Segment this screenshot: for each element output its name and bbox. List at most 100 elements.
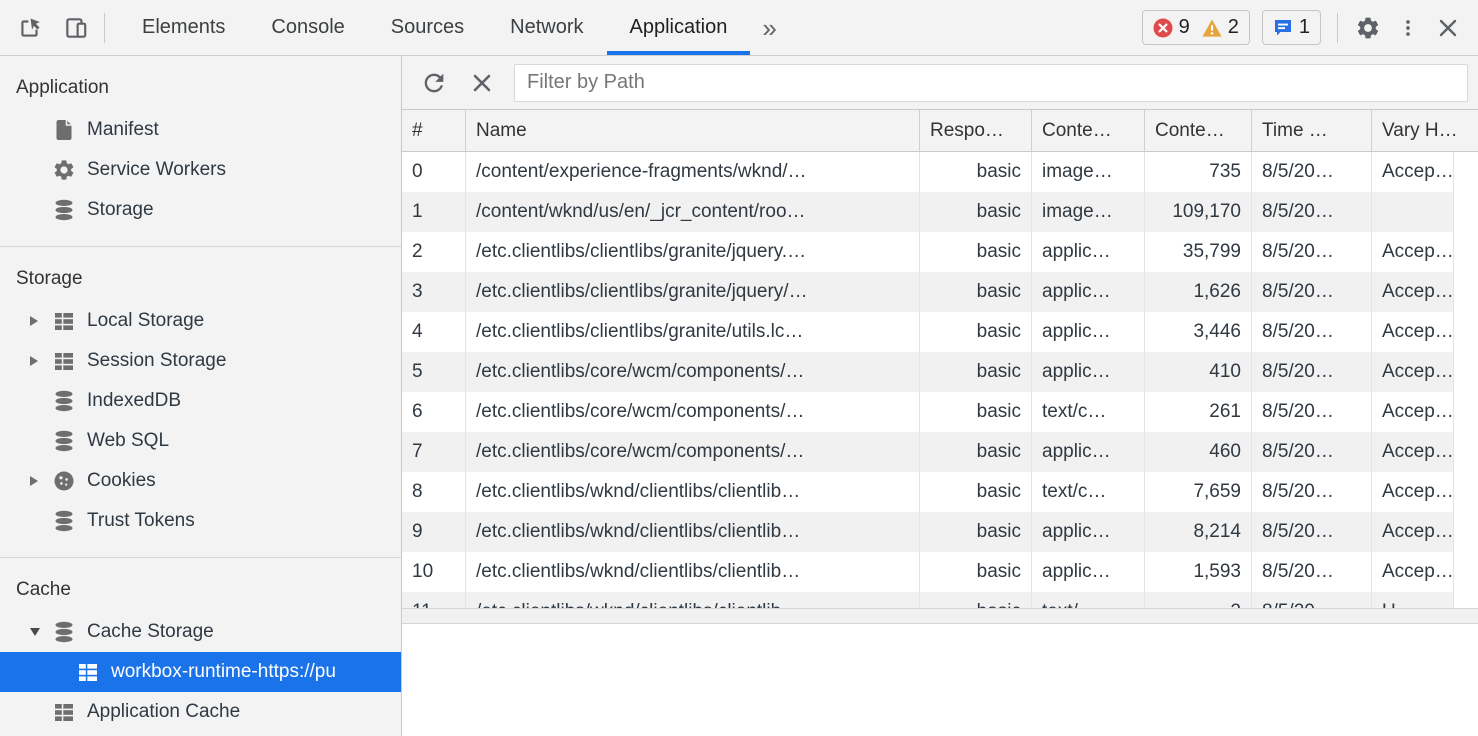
cell-response-type: basic xyxy=(920,552,1032,592)
cell-num: 7 xyxy=(402,432,466,472)
cell-num: 9 xyxy=(402,512,466,552)
sidebar-item-local-storage[interactable]: Local Storage xyxy=(0,301,401,341)
message-badge[interactable]: 1 xyxy=(1261,10,1321,45)
close-devtools-button[interactable] xyxy=(1434,14,1462,42)
sidebar-item-storage[interactable]: Storage xyxy=(0,190,401,230)
table-row[interactable]: 1/content/wknd/us/en/_jcr_content/roo…ba… xyxy=(402,192,1454,232)
sidebar-item-label: Local Storage xyxy=(87,310,205,331)
expand-arrow[interactable] xyxy=(30,628,52,636)
message-count: 1 xyxy=(1298,16,1310,38)
refresh-button[interactable] xyxy=(420,69,448,97)
path-filter-input[interactable] xyxy=(514,63,1468,102)
sidebar-item-session-storage[interactable]: Session Storage xyxy=(0,341,401,381)
table-row[interactable]: 9/etc.clientlibs/wknd/clientlibs/clientl… xyxy=(402,512,1454,552)
table-row[interactable]: 6/etc.clientlibs/core/wcm/components/…ba… xyxy=(402,392,1454,432)
column-header-content-type[interactable]: Conte… xyxy=(1032,110,1145,151)
more-options-button[interactable] xyxy=(1394,14,1422,42)
cell-content-length: 35,799 xyxy=(1145,232,1252,272)
table-row[interactable]: 11/etc.clientlibs/wknd/clientlibs/client… xyxy=(402,592,1454,608)
table-row[interactable]: 7/etc.clientlibs/core/wcm/components/…ba… xyxy=(402,432,1454,472)
triangle-right-icon xyxy=(30,476,38,486)
expand-arrow[interactable] xyxy=(30,356,52,366)
cell-response-type: basic xyxy=(920,472,1032,512)
cache-toolbar xyxy=(402,56,1478,110)
cell-name: /etc.clientlibs/core/wcm/components/… xyxy=(466,352,920,392)
table-row[interactable]: 4/etc.clientlibs/clientlibs/granite/util… xyxy=(402,312,1454,352)
sidebar-item-workbox-runtime-https-pu[interactable]: workbox-runtime-https://pu xyxy=(0,652,401,692)
expand-arrow[interactable] xyxy=(30,476,52,486)
cell-content-length: 2 xyxy=(1145,592,1252,608)
error-icon xyxy=(1153,18,1173,37)
sidebar-item-label: Manifest xyxy=(87,119,159,140)
sidebar-item-application-cache[interactable]: Application Cache xyxy=(0,692,401,732)
tab-console[interactable]: Console xyxy=(271,16,345,38)
column-header-time-cached[interactable]: Time … xyxy=(1252,110,1372,151)
cell-name: /etc.clientlibs/core/wcm/components/… xyxy=(466,392,920,432)
expand-arrow[interactable] xyxy=(30,316,52,326)
cell-vary-header: Accep… xyxy=(1372,152,1454,192)
table-row[interactable]: 8/etc.clientlibs/wknd/clientlibs/clientl… xyxy=(402,472,1454,512)
clear-cache-button[interactable] xyxy=(470,71,494,95)
horizontal-scrollbar[interactable] xyxy=(402,608,1478,624)
sidebar-item-web-sql[interactable]: Web SQL xyxy=(0,421,401,461)
tab-sources[interactable]: Sources xyxy=(390,16,465,38)
cell-content-length: 8,214 xyxy=(1145,512,1252,552)
settings-button[interactable] xyxy=(1354,14,1382,42)
column-header-content-length[interactable]: Conte… xyxy=(1145,110,1252,151)
cell-vary-header: Accep… xyxy=(1372,352,1454,392)
inspect-element-button[interactable] xyxy=(16,14,44,42)
sidebar-item-label: Storage xyxy=(87,199,154,220)
cell-vary-header: Accep… xyxy=(1372,392,1454,432)
table-row[interactable]: 5/etc.clientlibs/core/wcm/components/…ba… xyxy=(402,352,1454,392)
warning-badge: 2 xyxy=(1202,16,1239,39)
sidebar-item-trust-tokens[interactable]: Trust Tokens xyxy=(0,501,401,541)
sidebar-item-label: Session Storage xyxy=(87,350,227,371)
sidebar-item-indexeddb[interactable]: IndexedDB xyxy=(0,381,401,421)
cell-response-type: basic xyxy=(920,592,1032,608)
cell-time-cached: 8/5/20… xyxy=(1252,392,1372,432)
sidebar-item-service-workers[interactable]: Service Workers xyxy=(0,150,401,190)
cell-time-cached: 8/5/20… xyxy=(1252,512,1372,552)
triangle-right-icon xyxy=(30,316,38,326)
section-title: Application xyxy=(16,77,109,98)
cell-name: /etc.clientlibs/clientlibs/granite/utils… xyxy=(466,312,920,352)
column-header-vary-header[interactable]: Vary H… xyxy=(1382,120,1458,141)
triangle-down-icon xyxy=(30,628,40,636)
tab-network[interactable]: Network xyxy=(510,16,584,38)
preview-pane xyxy=(402,624,1478,736)
sidebar-item-label: Trust Tokens xyxy=(87,510,195,531)
device-toolbar-button[interactable] xyxy=(62,14,90,42)
sidebar-item-cookies[interactable]: Cookies xyxy=(0,461,401,501)
column-header-num[interactable]: # xyxy=(402,110,466,151)
gear-icon xyxy=(52,158,76,182)
table-row[interactable]: 2/etc.clientlibs/clientlibs/granite/jque… xyxy=(402,232,1454,272)
cell-vary-header xyxy=(1372,192,1454,232)
column-header-response-type[interactable]: Respo… xyxy=(920,110,1032,151)
panel-tabs: Elements Console Sources Network Application xyxy=(119,0,751,55)
cell-response-type: basic xyxy=(920,272,1032,312)
sidebar-item-cache-storage[interactable]: Cache Storage xyxy=(0,612,401,652)
cell-response-type: basic xyxy=(920,312,1032,352)
column-header-name[interactable]: Name xyxy=(466,110,920,151)
table-row[interactable]: 10/etc.clientlibs/wknd/clientlibs/client… xyxy=(402,552,1454,592)
tab-application[interactable]: Application xyxy=(606,0,751,55)
tab-elements[interactable]: Elements xyxy=(142,16,226,38)
cell-name: /content/wknd/us/en/_jcr_content/roo… xyxy=(466,192,920,232)
error-warning-badge[interactable]: 9 2 xyxy=(1141,10,1250,45)
cell-time-cached: 8/5/20… xyxy=(1252,432,1372,472)
devtools-tab-bar: Elements Console Sources Network Application… xyxy=(0,0,1478,56)
sidebar-item-label: workbox-runtime-https://pu xyxy=(111,661,336,682)
sidebar-item-manifest[interactable]: Manifest xyxy=(0,110,401,150)
sidebar-item-label: Cache Storage xyxy=(87,621,214,642)
more-tabs-button[interactable]: » xyxy=(762,12,777,43)
table-row[interactable]: 3/etc.clientlibs/clientlibs/granite/jque… xyxy=(402,272,1454,312)
cell-content-length: 3,446 xyxy=(1145,312,1252,352)
cell-num: 2 xyxy=(402,232,466,272)
cell-time-cached: 8/5/20… xyxy=(1252,472,1372,512)
cell-vary-header: Accep… xyxy=(1372,432,1454,472)
table-row[interactable]: 0/content/experience-fragments/wknd/…bas… xyxy=(402,152,1454,192)
cell-response-type: basic xyxy=(920,392,1032,432)
table-icon xyxy=(52,700,76,724)
